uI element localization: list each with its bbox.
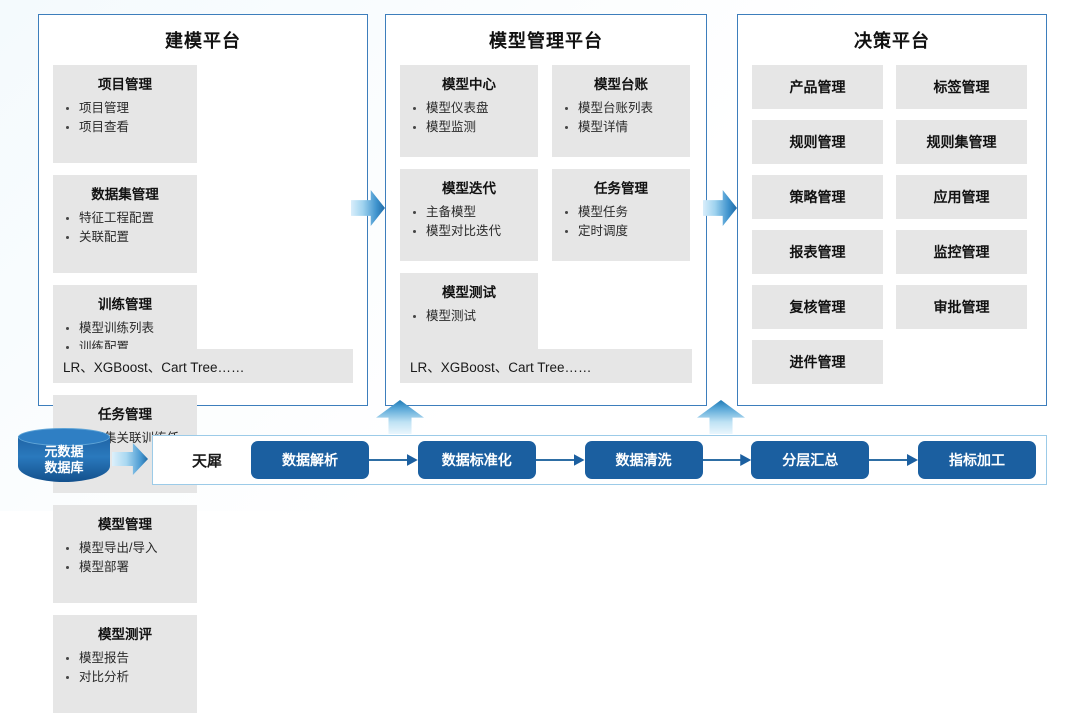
data-pipeline-bar: 天犀 数据解析 数据标准化 数据清洗 分层汇总 指标加工 bbox=[152, 435, 1047, 485]
pipeline-connector-arrow-icon-3 bbox=[702, 454, 752, 466]
pipeline-stage-tiered-aggregation[interactable]: 分层汇总 bbox=[751, 441, 870, 479]
list-item[interactable]: 模型对比迭代 bbox=[413, 222, 530, 241]
panel-body-model-management: 模型中心 模型仪表盘 模型监测 模型台账 模型台账列表 模型详情 模型迭代 主备… bbox=[386, 65, 706, 365]
card-item-list: 模型报告 对比分析 bbox=[57, 649, 193, 688]
card-title: 模型迭代 bbox=[442, 181, 496, 196]
card-title: 训练管理 bbox=[98, 297, 152, 312]
list-item[interactable]: 模型报告 bbox=[66, 649, 189, 668]
pipeline-stage-metric-processing[interactable]: 指标加工 bbox=[918, 441, 1036, 479]
list-item[interactable]: 特征工程配置 bbox=[66, 209, 189, 228]
dcard-strategy-management[interactable]: 策略管理 bbox=[752, 175, 883, 219]
list-item[interactable]: 对比分析 bbox=[66, 668, 189, 687]
panel-modeling-platform: 建模平台 项目管理 项目管理 项目查看 数据集管理 特征工程配置 关联配置 训练… bbox=[38, 14, 368, 713]
list-item[interactable]: 主备模型 bbox=[413, 203, 530, 222]
list-item[interactable]: 模型任务 bbox=[565, 203, 682, 222]
card-model-iteration[interactable]: 模型迭代 主备模型 模型对比迭代 bbox=[400, 169, 538, 261]
card-item-list: 模型台账列表 模型详情 bbox=[556, 99, 686, 138]
list-item[interactable]: 模型导出/导入 bbox=[66, 539, 189, 558]
pipeline-connector-arrow-icon-2 bbox=[535, 454, 585, 466]
card-task-management[interactable]: 任务管理 模型任务 定时调度 bbox=[552, 169, 690, 261]
card-item-list: 特征工程配置 关联配置 bbox=[57, 209, 193, 248]
dcard-application-management[interactable]: 应用管理 bbox=[896, 175, 1027, 219]
arrow-right-icon-model-management-to-decision bbox=[703, 190, 737, 226]
card-grid-decision: 产品管理 标签管理 规则管理 规则集管理 策略管理 应用管理 报表管理 监控管理… bbox=[752, 65, 1032, 384]
database-cylinder-icon: 元数据 数据库 bbox=[18, 428, 110, 490]
dcard-product-management[interactable]: 产品管理 bbox=[752, 65, 883, 109]
card-item-list: 模型导出/导入 模型部署 bbox=[57, 539, 193, 578]
card-model-center[interactable]: 模型中心 模型仪表盘 模型监测 bbox=[400, 65, 538, 157]
card-item-list: 主备模型 模型对比迭代 bbox=[404, 203, 534, 242]
list-item[interactable]: 模型监测 bbox=[413, 118, 530, 137]
pipeline-label: 天犀 bbox=[191, 452, 222, 470]
card-title: 模型中心 bbox=[442, 77, 496, 92]
card-title: 模型管理 bbox=[98, 517, 152, 532]
dcard-rule-management[interactable]: 规则管理 bbox=[752, 120, 883, 164]
pipeline-stage-data-standardization[interactable]: 数据标准化 bbox=[417, 441, 536, 479]
card-title: 模型台账 bbox=[594, 77, 648, 92]
database-label-line1: 元数据 bbox=[44, 444, 84, 459]
pipeline-connector-arrow-icon-4 bbox=[869, 454, 918, 466]
dcard-label-management[interactable]: 标签管理 bbox=[896, 65, 1027, 109]
card-item-list: 模型仪表盘 模型监测 bbox=[404, 99, 534, 138]
database-label-line2: 数据库 bbox=[44, 460, 84, 476]
card-dataset-management[interactable]: 数据集管理 特征工程配置 关联配置 bbox=[53, 175, 197, 273]
panel-title-decision: 决策平台 bbox=[854, 31, 930, 51]
card-title: 模型测试 bbox=[442, 285, 496, 300]
list-item[interactable]: 模型部署 bbox=[66, 558, 189, 577]
pipeline-connector-arrow-icon-1 bbox=[369, 454, 418, 466]
card-item-list: 项目管理 项目查看 bbox=[57, 99, 193, 138]
card-model-evaluation[interactable]: 模型测评 模型报告 对比分析 bbox=[53, 615, 197, 713]
panel-body-modeling: 项目管理 项目管理 项目查看 数据集管理 特征工程配置 关联配置 训练管理 模型… bbox=[39, 65, 367, 713]
list-item[interactable]: 关联配置 bbox=[66, 228, 189, 247]
cylinder-top-ellipse bbox=[18, 428, 110, 446]
panel-decision-platform: 决策平台 产品管理 标签管理 规则管理 规则集管理 策略管理 应用管理 报表管理… bbox=[737, 14, 1047, 406]
algorithm-strip-model-management: LR、XGBoost、Cart Tree…… bbox=[400, 349, 692, 383]
list-item[interactable]: 项目管理 bbox=[66, 99, 189, 118]
card-model-management[interactable]: 模型管理 模型导出/导入 模型部署 bbox=[53, 505, 197, 603]
dcard-ruleset-management[interactable]: 规则集管理 bbox=[896, 120, 1027, 164]
card-title: 项目管理 bbox=[98, 77, 152, 92]
card-title: 数据集管理 bbox=[91, 187, 159, 202]
dcard-approval-management[interactable]: 审批管理 bbox=[896, 285, 1027, 329]
card-project-management[interactable]: 项目管理 项目管理 项目查看 bbox=[53, 65, 197, 163]
pipeline-stage-data-parsing[interactable]: 数据解析 bbox=[251, 441, 369, 479]
panel-model-management-platform: 模型管理平台 模型中心 模型仪表盘 模型监测 模型台账 模型台账列表 模型详情 … bbox=[385, 14, 707, 406]
panel-body-decision: 产品管理 标签管理 规则管理 规则集管理 策略管理 应用管理 报表管理 监控管理… bbox=[738, 65, 1046, 384]
list-item[interactable]: 模型仪表盘 bbox=[413, 99, 530, 118]
database-label: 元数据 数据库 bbox=[18, 444, 110, 477]
dcard-report-management[interactable]: 报表管理 bbox=[752, 230, 883, 274]
list-item[interactable]: 模型台账列表 bbox=[565, 99, 682, 118]
card-grid-modeling: 项目管理 项目管理 项目查看 数据集管理 特征工程配置 关联配置 训练管理 模型… bbox=[53, 65, 353, 713]
algorithm-strip-modeling: LR、XGBoost、Cart Tree…… bbox=[53, 349, 353, 383]
card-title: 模型测评 bbox=[98, 627, 152, 642]
card-title: 任务管理 bbox=[594, 181, 648, 196]
card-title: 任务管理 bbox=[98, 407, 152, 422]
dcard-intake-management[interactable]: 进件管理 bbox=[752, 340, 883, 384]
list-item[interactable]: 模型训练列表 bbox=[66, 319, 189, 338]
card-model-ledger[interactable]: 模型台账 模型台账列表 模型详情 bbox=[552, 65, 690, 157]
card-grid-model-management: 模型中心 模型仪表盘 模型监测 模型台账 模型台账列表 模型详情 模型迭代 主备… bbox=[400, 65, 692, 365]
list-item[interactable]: 项目查看 bbox=[66, 118, 189, 137]
list-item[interactable]: 定时调度 bbox=[565, 222, 682, 241]
list-item[interactable]: 模型详情 bbox=[565, 118, 682, 137]
dcard-monitoring-management[interactable]: 监控管理 bbox=[896, 230, 1027, 274]
card-item-list: 模型测试 bbox=[404, 307, 534, 326]
dcard-review-management[interactable]: 复核管理 bbox=[752, 285, 883, 329]
list-item[interactable]: 模型测试 bbox=[413, 307, 530, 326]
panel-title-model-management: 模型管理平台 bbox=[489, 31, 603, 51]
panel-title-modeling: 建模平台 bbox=[165, 31, 241, 51]
pipeline-stage-data-cleansing[interactable]: 数据清洗 bbox=[584, 441, 703, 479]
card-item-list: 模型任务 定时调度 bbox=[556, 203, 686, 242]
